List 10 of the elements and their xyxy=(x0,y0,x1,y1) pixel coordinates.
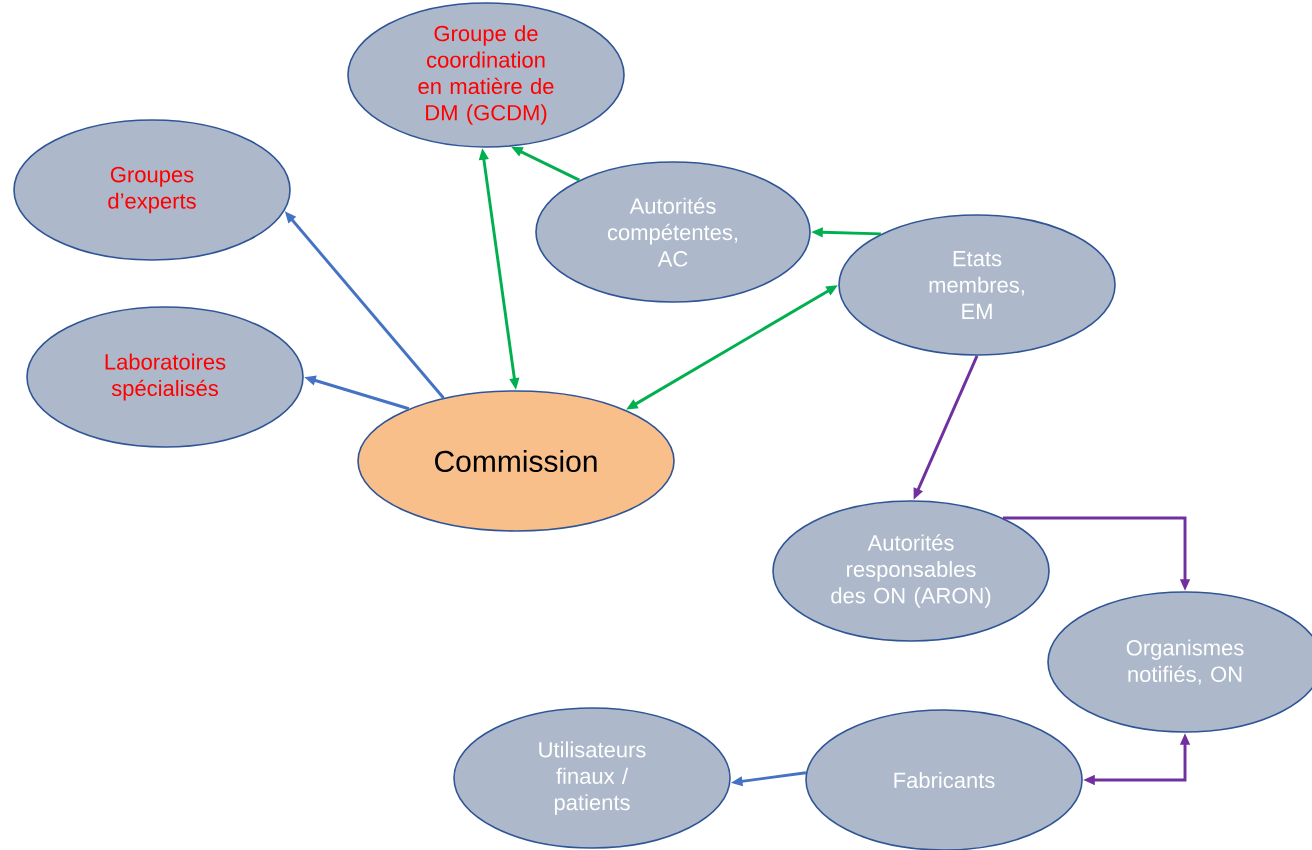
ellipse-node: Groupes d’experts xyxy=(13,119,291,261)
ellipse-node: Autorités compétentes, AC xyxy=(535,161,811,303)
ellipse-node: Organismes notifiés, ON xyxy=(1047,591,1312,733)
ellipse-node: Commission xyxy=(357,390,675,532)
ellipse-node: Groupe de coordination en matière de DM (GCDM) xyxy=(347,2,625,148)
ellipse-node: Laboratoires spécialisés xyxy=(26,306,304,448)
ellipse-node: Etats membres, EM xyxy=(838,214,1116,356)
ellipse-node: Fabricants xyxy=(805,709,1083,850)
ellipse-node: Utilisateurs finaux / patients xyxy=(453,707,731,849)
ellipse-node: Autorités responsables des ON (ARON) xyxy=(772,500,1050,642)
